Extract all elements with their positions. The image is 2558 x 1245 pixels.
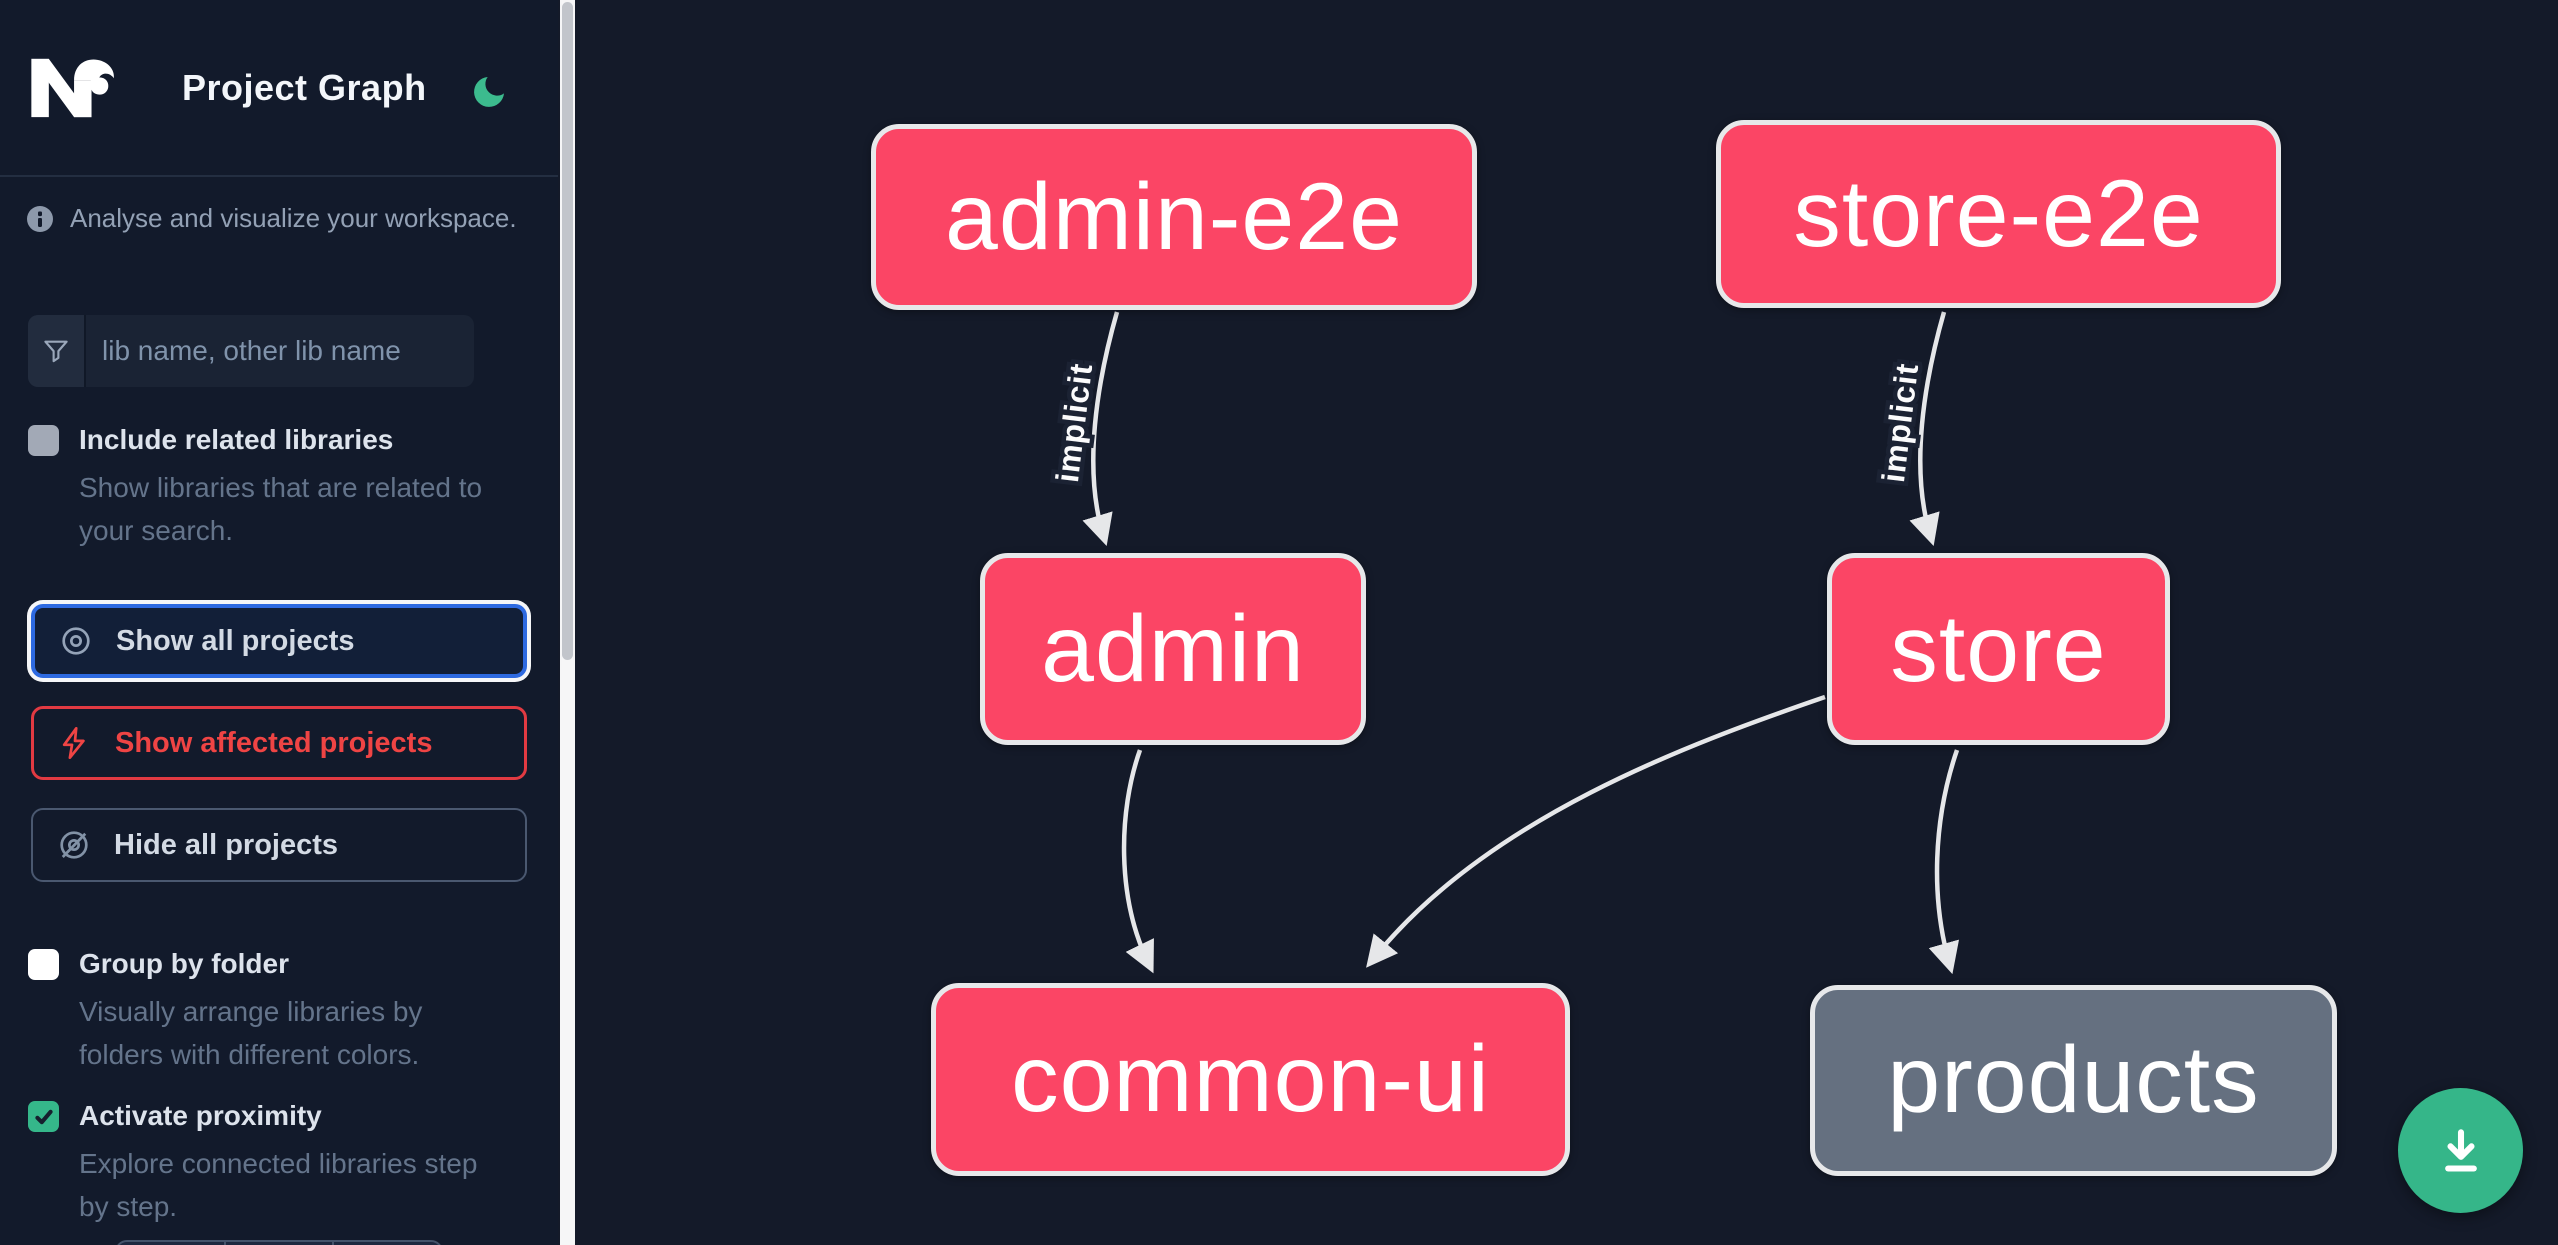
edge-store-to-common-ui[interactable] [1366,694,1826,968]
toggle-description: Visually arrange libraries by folders wi… [79,996,423,1070]
graph-node-products[interactable]: products [1810,985,2337,1176]
moon-icon [474,77,504,107]
info-icon [27,205,53,232]
search-input[interactable] [86,315,474,387]
bolt-icon [62,726,85,760]
funnel-icon [44,340,68,363]
proximity-stepper[interactable] [115,1240,443,1245]
eye-off-icon [60,831,88,859]
checkbox-include-related[interactable] [28,425,59,456]
theme-toggle-button[interactable] [468,72,510,114]
edge-admin-e2e-to-admin[interactable] [1082,311,1120,547]
sidebar-scrollbar-track[interactable] [560,0,575,1245]
toggle-include-related: Include related libraries Show libraries… [28,422,509,552]
workspace-tagline: Analyse and visualize your workspace. [70,203,517,233]
toggle-label[interactable]: Activate proximity [79,1100,322,1131]
show-all-projects-button[interactable]: Show all projects [31,604,527,678]
graph-node-store[interactable]: store [1827,553,2170,745]
checkbox-activate-proximity[interactable] [28,1101,59,1132]
stepper-decrement[interactable] [117,1242,226,1245]
nx-logo [31,58,114,117]
edge-admin-to-common-ui[interactable] [1121,749,1154,974]
checkbox-group-by-folder[interactable] [28,949,59,980]
graph-node-admin[interactable]: admin [980,553,1366,745]
toggle-description: Explore connected libraries step by step… [79,1148,478,1222]
edge-label-implicit: implicit [1875,361,1925,485]
download-icon [2444,1128,2477,1172]
button-label: Show affected projects [115,726,433,759]
workspace-tagline-row: Analyse and visualize your workspace. [27,203,517,234]
show-affected-projects-button[interactable]: Show affected projects [31,706,527,780]
graph-node-store-e2e[interactable]: store-e2e [1716,120,2281,308]
search-box [28,315,474,387]
download-graph-button[interactable] [2398,1088,2523,1213]
toggle-group-by-folder: Group by folder Visually arrange librari… [28,946,509,1076]
filter-icon-cell [28,315,86,387]
graph-node-common-ui[interactable]: common-ui [931,983,1570,1176]
edge-store-to-products[interactable] [1928,749,1960,975]
edge-store-e2e-to-store[interactable] [1909,311,1947,547]
page-title: Project Graph [182,66,427,108]
eye-icon [62,627,90,655]
stepper-value [226,1242,335,1245]
hide-all-projects-button[interactable]: Hide all projects [31,808,527,882]
toggle-activate-proximity: Activate proximity Explore connected lib… [28,1098,509,1228]
button-label: Show all projects [116,624,355,657]
sidebar-header: Project Graph [0,0,558,177]
toggle-label[interactable]: Include related libraries [79,424,394,455]
sidebar: Project Graph Analyse and visualize your… [0,0,558,1245]
graph-node-admin-e2e[interactable]: admin-e2e [871,124,1477,310]
toggle-description: Show libraries that are related to your … [79,472,483,546]
button-label: Hide all projects [114,828,339,861]
toggle-label[interactable]: Group by folder [79,948,289,979]
check-icon [34,1109,53,1124]
sidebar-scrollbar-thumb[interactable] [562,2,573,660]
